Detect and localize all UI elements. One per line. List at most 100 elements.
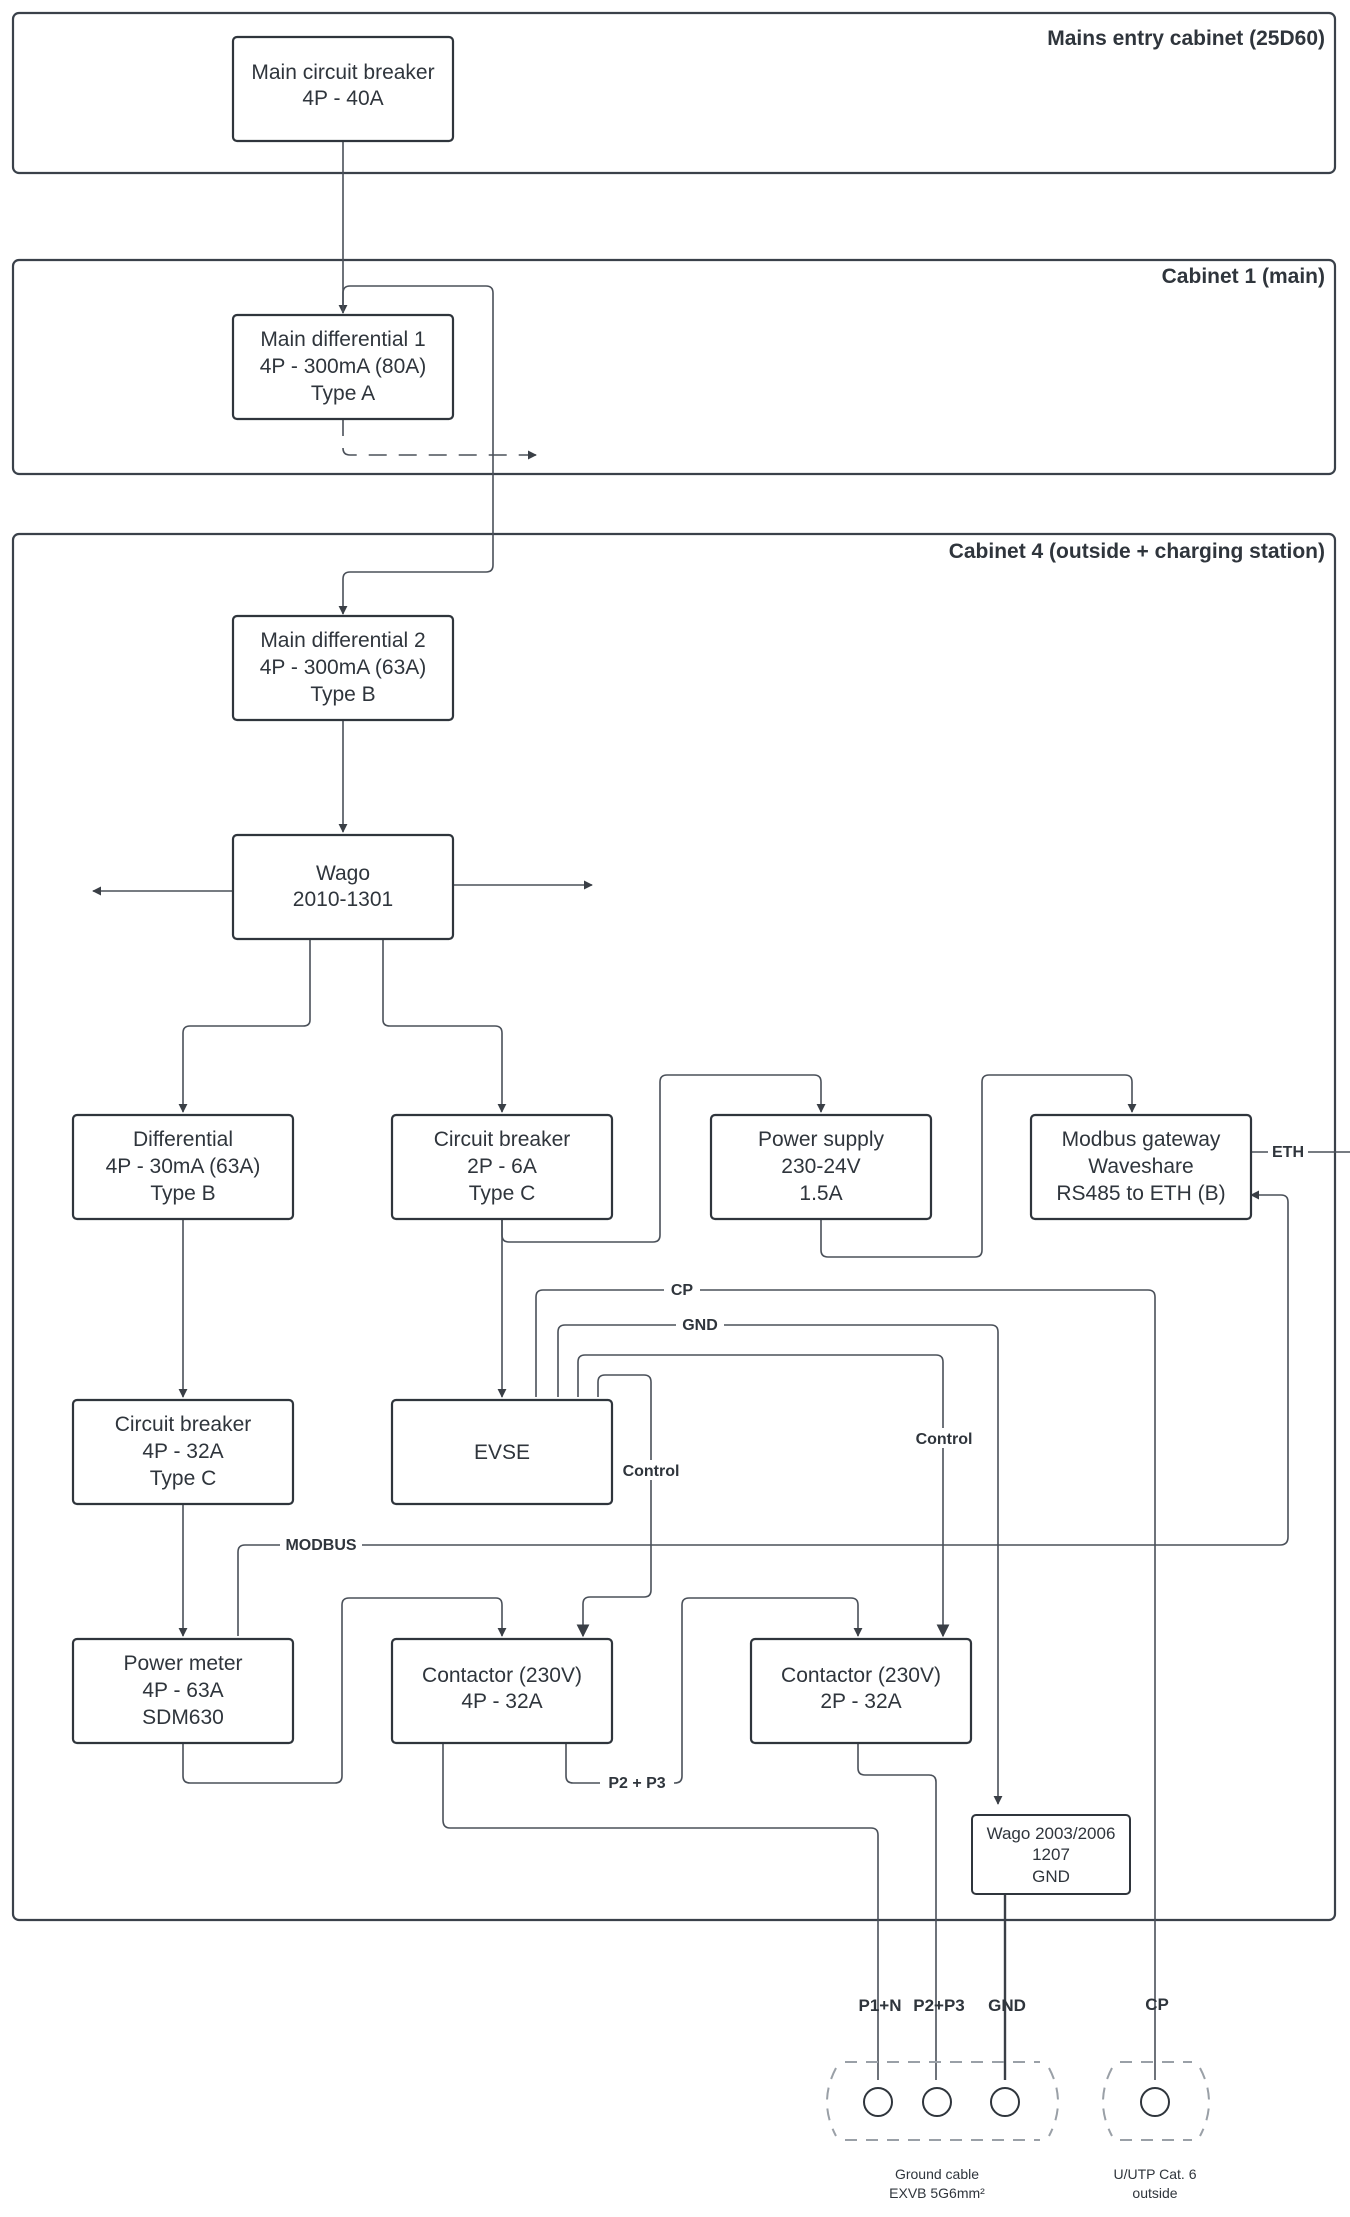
meter-line-3: SDM630 [142,1706,224,1729]
circuit-breaker-2p: Circuit breaker 2P - 6A Type C [390,1113,614,1221]
cb-2p-line-2: 2P - 6A [467,1155,537,1178]
wago-gnd: Wago 2003/2006 1207 GND [971,1814,1131,1895]
cb-2p-line-1: Circuit breaker [434,1128,571,1151]
main-diff2-line-1: Main differential 2 [260,629,425,652]
modbus-gateway: Modbus gateway Waveshare RS485 to ETH (B… [1029,1113,1253,1221]
utp-cable-connector [1102,2061,1210,2141]
contactor-2p-line-1: Contactor (230V) [781,1664,941,1687]
cb-2p-line-3: Type C [469,1182,536,1205]
main-cb-line-1: Main circuit breaker [251,61,434,84]
main-diff1-line-1: Main differential 1 [260,328,425,351]
ground-cable-caption-2: EXVB 5G6mm² [889,2185,985,2201]
cp-terminal-label: CP [1145,1995,1169,2014]
utp-bracket-right [1199,2067,1210,2137]
ground-cable-connector [826,2061,1059,2141]
circuit-breaker-4p: Circuit breaker 4P - 32A Type C [71,1398,295,1506]
differential-line-1: Differential [133,1128,233,1151]
cabinet-4-title: Cabinet 4 (outside + charging station) [949,540,1325,563]
wire-cb-2p-to-psu [501,1074,826,1243]
contactor-4p-line-2: 4P - 32A [461,1690,542,1713]
wire-diff1-dashed-out [342,418,537,460]
control-left-label: Control [623,1463,680,1480]
modbus-gw-line-1: Modbus gateway [1062,1128,1221,1151]
main-circuit-breaker: Main circuit breaker 4P - 40A [231,35,455,143]
wire-cp [535,1289,1156,2080]
gnd-terminal-label: GND [988,1996,1026,2015]
cp-wire-label: CP [671,1282,694,1299]
psu-line-2: 230-24V [781,1155,860,1178]
main-diff2-line-2: 4P - 300mA (63A) [260,656,427,679]
wires [92,141,1350,2080]
p2p3-terminal [922,2087,952,2117]
wire-labels: ETH CP GND Control Control MODBUS P2 + P… [280,1143,1308,1792]
contactor-4p-line-1: Contactor (230V) [422,1664,582,1687]
mains-cabinet-title: Mains entry cabinet (25D60) [1047,27,1325,50]
wago-2010-1301: Wago 2010-1301 [231,833,455,941]
main-diff1-line-2: 4P - 300mA (80A) [260,355,427,378]
evse-label: EVSE [474,1441,530,1464]
p2p3-wire-label: P2 + P3 [608,1775,665,1792]
cb-4p-line-1: Circuit breaker [115,1413,252,1436]
p1n-terminal-label: P1+N [859,1996,902,2015]
main-diff2-line-3: Type B [310,683,375,706]
psu-line-3: 1.5A [799,1182,842,1205]
wire-control-right [577,1354,950,1638]
differential-line-2: 4P - 30mA (63A) [106,1155,261,1178]
main-differential-1: Main differential 1 4P - 300mA (80A) Typ… [231,313,455,421]
wago-gnd-line-3: GND [1032,1867,1070,1886]
terminal-labels: P1+N P2+P3 GND CP [859,1995,1169,2015]
wire-control-left [576,1374,652,1638]
wire-modbus [237,1190,1289,1636]
modbus-label: MODBUS [285,1537,356,1554]
cabinet-1-title: Cabinet 1 (main) [1162,265,1325,288]
wire-psu-to-modbus-gw [820,1074,1137,1258]
eth-label: ETH [1272,1144,1304,1161]
ground-cable-bracket-left [826,2067,837,2137]
power-meter: Power meter 4P - 63A SDM630 [71,1637,295,1745]
differential-30ma: Differential 4P - 30mA (63A) Type B [71,1113,295,1221]
modbus-gw-line-3: RS485 to ETH (B) [1056,1182,1225,1205]
differential-line-3: Type B [150,1182,215,1205]
cb-4p-line-2: 4P - 32A [142,1440,223,1463]
contactor-4p: Contactor (230V) 4P - 32A [390,1637,614,1745]
wago-gnd-line-1: Wago 2003/2006 [987,1824,1116,1843]
wire-wago-to-cb-2p [382,939,507,1113]
cb-4p-line-3: Type C [150,1467,217,1490]
cable-captions: Ground cable EXVB 5G6mm² U/UTP Cat. 6 ou… [889,2166,1197,2201]
utp-caption-2: outside [1132,2185,1177,2201]
wago-gnd-line-2: 1207 [1032,1845,1070,1864]
utp-caption-1: U/UTP Cat. 6 [1114,2166,1197,2182]
wago-line-1: Wago [316,862,370,885]
wire-contactor-4p-to-contactor-2p [565,1597,863,1784]
gnd-wire-label: GND [682,1317,718,1334]
psu-line-1: Power supply [758,1128,885,1151]
gnd-terminal [990,2087,1020,2117]
control-right-label: Control [916,1431,973,1448]
wire-p2p3 [857,1743,937,2080]
wire-p1n [442,1743,879,2080]
utp-bracket-left [1102,2067,1113,2137]
wire-wago-to-differential [178,939,311,1113]
wire-meter-to-contactor-4p [182,1597,507,1784]
main-diff1-line-3: Type A [311,382,375,405]
wago-line-2: 2010-1301 [293,888,393,911]
p2p3-terminal-label: P2+P3 [913,1996,965,2015]
modbus-gw-line-2: Waveshare [1088,1155,1193,1178]
contactor-2p: Contactor (230V) 2P - 32A [749,1637,973,1745]
meter-line-1: Power meter [123,1652,242,1675]
cabinet-1: Cabinet 1 (main) [11,258,1337,476]
ground-cable-caption-1: Ground cable [895,2166,979,2182]
main-cb-line-2: 4P - 40A [302,87,383,110]
evse: EVSE [390,1398,614,1506]
wire-gnd [557,1324,1003,1805]
wire-diff1-to-diff2 [338,285,494,615]
power-supply: Power supply 230-24V 1.5A [709,1113,933,1221]
mains-entry-cabinet: Mains entry cabinet (25D60) [11,11,1337,175]
meter-line-2: 4P - 63A [142,1679,223,1702]
cp-terminal [1140,2087,1170,2117]
p1n-terminal [863,2087,893,2117]
ground-cable-bracket-right [1048,2067,1059,2137]
contactor-2p-line-2: 2P - 32A [820,1690,901,1713]
main-differential-2: Main differential 2 4P - 300mA (63A) Typ… [231,614,455,722]
